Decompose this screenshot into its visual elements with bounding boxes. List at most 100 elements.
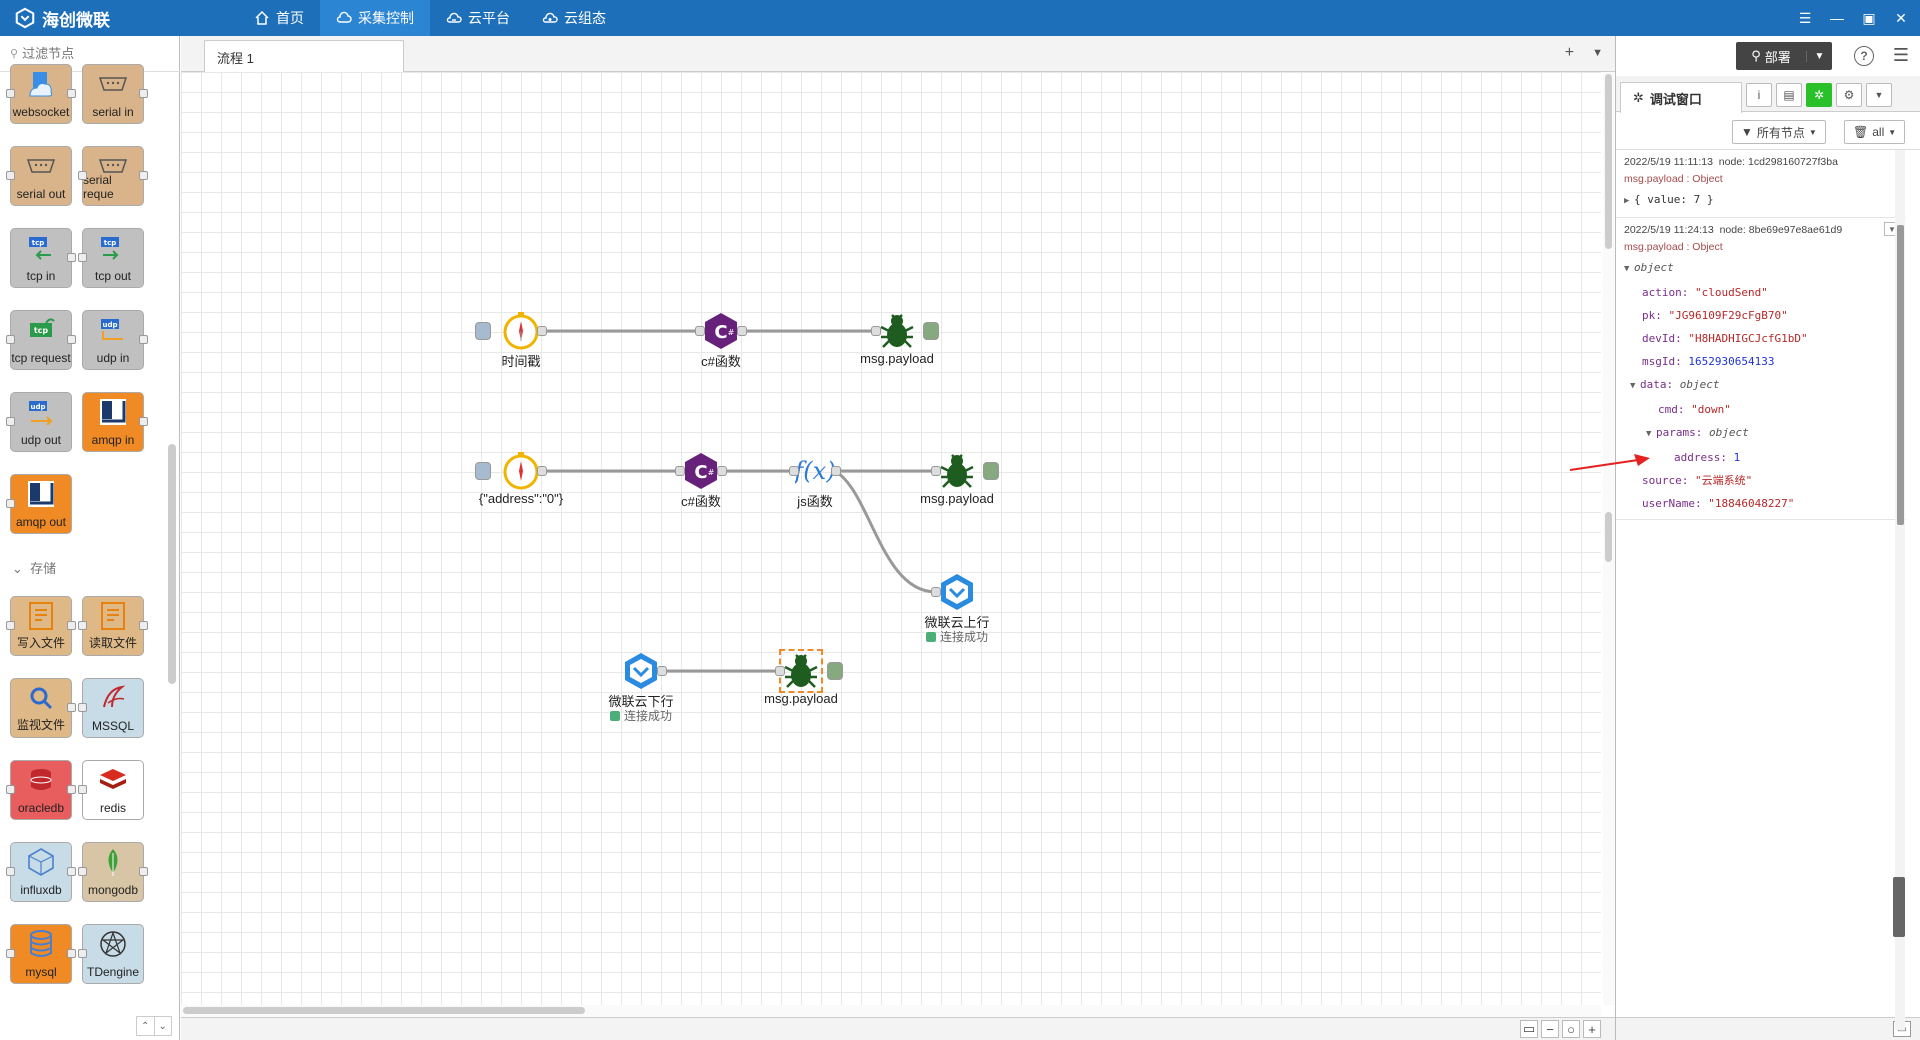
help-icon[interactable]: ? (1854, 46, 1874, 66)
clear-messages-select[interactable]: 🗑all▼ (1844, 120, 1906, 144)
port-in[interactable] (775, 666, 785, 676)
nav-home[interactable]: 首页 (238, 0, 320, 36)
node-inject-address[interactable]: {"address":"0"} (475, 451, 563, 506)
port-in[interactable] (789, 466, 799, 476)
debug-toggle-button[interactable] (827, 662, 843, 680)
port-out[interactable] (537, 466, 547, 476)
palette-node-amqp-out[interactable]: amqp out (6, 474, 72, 534)
port-out[interactable] (537, 326, 547, 336)
config-tab-button[interactable]: ⚙ (1836, 83, 1862, 107)
palette-node-serial-out[interactable]: serial out (6, 146, 72, 206)
port-in[interactable] (675, 466, 685, 476)
main-menu-icon[interactable]: ☰ (1892, 44, 1910, 65)
port-in[interactable] (931, 466, 941, 476)
scroll-thumb[interactable] (1605, 74, 1612, 249)
maximize-icon[interactable]: ▣ (1862, 9, 1876, 26)
nav-collect-control[interactable]: 采集控制 (320, 0, 430, 36)
add-tab-icon[interactable]: + (1564, 44, 1575, 61)
more-tabs-button[interactable]: ▼ (1866, 83, 1892, 107)
menu-icon[interactable]: ☰ (1798, 9, 1812, 26)
debug-tab-button[interactable]: ✲ (1806, 83, 1832, 107)
palette-node-tcp-request[interactable]: tcp tcp request (6, 310, 76, 370)
palette-node-udp-in[interactable]: udp udp in (82, 310, 148, 370)
message-node[interactable]: node: 8be69e97e8ae61d9 (1719, 224, 1843, 236)
palette-node-websocket[interactable]: websocket (6, 64, 76, 124)
scroll-knob[interactable] (1893, 877, 1905, 937)
tab-flow-1[interactable]: 流程 1 (204, 40, 404, 73)
node-debug-msg-payload[interactable]: msg.payload (860, 311, 939, 366)
palette-node-tdengine[interactable]: TDengine (78, 924, 144, 984)
scroll-thumb[interactable] (183, 1007, 585, 1014)
node-cloud-downstream[interactable]: 微联云下行 连接成功 (608, 651, 674, 723)
port-in[interactable] (695, 326, 705, 336)
palette-scrollbar[interactable] (168, 444, 176, 684)
scroll-thumb-lower[interactable] (1605, 512, 1612, 562)
help-tab-button[interactable]: ▤ (1776, 83, 1802, 107)
node-csharp-function-2[interactable]: C# c#函数 (675, 451, 727, 509)
nav-cloud-platform[interactable]: 云平台 (430, 0, 526, 36)
port-out[interactable] (831, 466, 841, 476)
port-out[interactable] (737, 326, 747, 336)
palette-node-oracledb[interactable]: oracledb (6, 760, 76, 820)
palette-node-write-file[interactable]: 写入文件 (6, 596, 76, 656)
palette-node-redis[interactable]: redis (78, 760, 144, 820)
info-tab-button[interactable]: i (1746, 83, 1772, 107)
palette-node-serial-request[interactable]: serial reque (78, 146, 148, 206)
map-icon[interactable]: ▭ (1520, 1020, 1538, 1038)
minimize-icon[interactable]: — (1830, 10, 1844, 26)
node-inject-timestamp[interactable]: 时间戳 (475, 311, 547, 369)
canvas-vertical-scrollbar[interactable] (1603, 72, 1615, 1005)
tab-list-icon[interactable]: ▼ (1592, 47, 1603, 59)
zoom-reset-icon[interactable]: ○ (1562, 1020, 1580, 1038)
node-cloud-upstream[interactable]: 微联云上行 连接成功 (924, 572, 990, 644)
palette-node-serial-in[interactable]: serial in (82, 64, 148, 124)
category-storage[interactable]: ⌄ 存储 (12, 561, 57, 576)
flow-canvas[interactable]: 时间戳 C# c#函数 msg.payload {"address":"0"} … (181, 72, 1601, 1005)
port-out[interactable] (717, 466, 727, 476)
expand-caret-icon[interactable]: ▶ (1624, 196, 1630, 206)
debug-message[interactable]: 2022/5/19 11:24:13 node: 8be69e97e8ae61d… (1616, 218, 1906, 520)
palette-node-tcp-out[interactable]: tcp tcp out (78, 228, 144, 288)
palette-node-tcp-in[interactable]: tcp tcp in (10, 228, 76, 288)
collapse-caret-icon[interactable]: ▼ (1646, 429, 1652, 439)
collapse-caret-icon[interactable]: ▼ (1630, 381, 1636, 391)
palette-node-mssql[interactable]: MSSQL (78, 678, 144, 738)
debug-toggle-button[interactable] (983, 462, 999, 480)
nav-cloud-config[interactable]: 云组态 (526, 0, 622, 36)
zoom-in-icon[interactable]: + (1583, 1020, 1601, 1038)
prop-params[interactable]: ▼params: object (1624, 421, 1900, 446)
object-root[interactable]: ▼object (1624, 256, 1900, 281)
palette-node-udp-out[interactable]: udp udp out (6, 392, 72, 452)
scroll-thumb[interactable] (1897, 225, 1904, 525)
deploy-dropdown[interactable]: ▼ (1806, 50, 1832, 62)
inject-button[interactable] (475, 322, 491, 340)
inject-button[interactable] (475, 462, 491, 480)
collapse-caret-icon[interactable]: ▼ (1624, 264, 1630, 274)
palette-node-influxdb[interactable]: influxdb (6, 842, 76, 902)
node-js-function[interactable]: f(x) js函数 (789, 451, 841, 509)
node-csharp-function[interactable]: C# c#函数 (695, 311, 747, 369)
filter-nodes-select[interactable]: ▼所有节点▼ (1732, 120, 1826, 144)
expand-all-icon[interactable]: ⌄ (158, 1020, 167, 1032)
node-debug-msg-payload-2[interactable]: msg.payload (920, 451, 999, 506)
collapse-all-icon[interactable]: ⌃ (137, 1017, 155, 1035)
debug-toggle-button[interactable] (923, 322, 939, 340)
port-out[interactable] (657, 666, 667, 676)
canvas-horizontal-scrollbar[interactable] (181, 1005, 1601, 1017)
prop-data[interactable]: ▼data: object (1624, 373, 1900, 398)
node-debug-msg-payload-3[interactable]: msg.payload (764, 649, 843, 706)
palette-node-mysql[interactable]: mysql (6, 924, 76, 984)
palette-node-mongodb[interactable]: mongodb (78, 842, 148, 902)
message-value[interactable]: ▶{ value: 7 } (1624, 188, 1900, 213)
palette-node-watch-file[interactable]: 监视文件 (10, 678, 76, 738)
port-in[interactable] (931, 587, 941, 597)
zoom-out-icon[interactable]: − (1541, 1020, 1559, 1038)
palette-node-amqp-in[interactable]: amqp in (82, 392, 148, 452)
close-icon[interactable]: ✕ (1895, 9, 1907, 26)
message-node[interactable]: node: 1cd298160727f3ba (1718, 156, 1838, 168)
deploy-main[interactable]: ⚲部署 (1736, 47, 1806, 66)
debug-message[interactable]: 2022/5/19 11:11:13 node: 1cd298160727f3b… (1616, 150, 1906, 218)
filter-nodes-input[interactable] (22, 46, 173, 61)
debug-scrollbar[interactable] (1893, 150, 1905, 1030)
palette-node-read-file[interactable]: 读取文件 (78, 596, 148, 656)
